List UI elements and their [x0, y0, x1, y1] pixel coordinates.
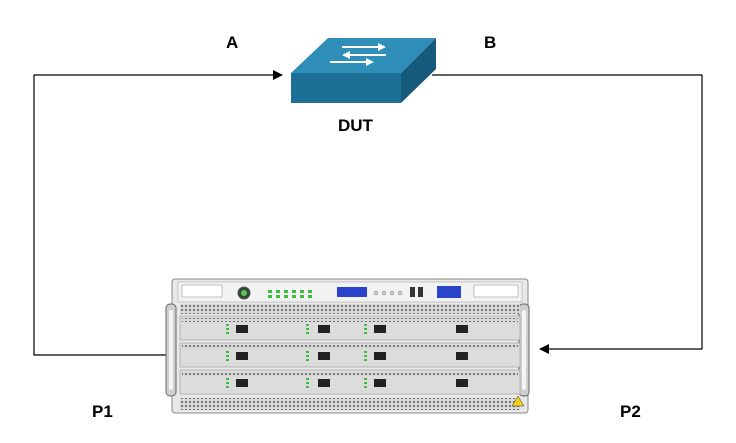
port-b-label: B	[484, 33, 497, 52]
link-p1-to-a	[33, 70, 283, 356]
port-p2-label: P2	[620, 402, 641, 421]
dut-label: DUT	[338, 116, 373, 135]
port-p1-label: P1	[92, 402, 113, 421]
network-switch-icon	[291, 38, 436, 103]
link-b-to-p2	[432, 74, 703, 354]
port-a-label: A	[226, 33, 239, 52]
traffic-generator-chassis-icon	[165, 278, 530, 414]
